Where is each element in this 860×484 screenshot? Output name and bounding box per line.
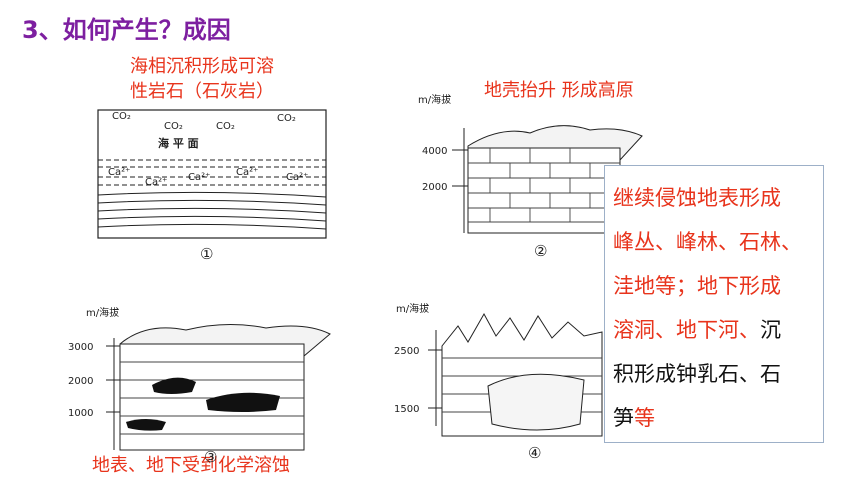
- textbox-line4-black: 沉: [760, 318, 781, 342]
- calcium-label: Ca²⁺: [236, 167, 258, 178]
- figure4-number: ④: [528, 444, 541, 462]
- figure2-diagram: m/海拔 4000 2000 ②: [418, 93, 643, 260]
- textbox-line5: 积形成钟乳石、石: [613, 362, 781, 386]
- figure1-caption: 海相沉积形成可溶 性岩石（石灰岩）: [130, 54, 310, 104]
- figure3-caption: 地表、地下受到化学溶蚀: [92, 455, 290, 476]
- textbox-line3: 洼地等；地下形成: [613, 274, 781, 298]
- sea-level-label: 海 平 面: [158, 136, 199, 150]
- calcium-label: Ca²⁺: [286, 172, 308, 183]
- figure2-tick: 4000: [422, 146, 447, 157]
- textbox-line6: 笋等: [613, 396, 823, 440]
- figure3-axis-label: m/海拔: [86, 306, 119, 319]
- figure1-number: ①: [200, 245, 213, 263]
- figure3-diagram: m/海拔 3000 2000 1000: [68, 306, 331, 451]
- figure1-diagram: CO₂ CO₂ CO₂ CO₂ 海 平 面 Ca²⁺ Ca²⁺ Ca²⁺ Ca²…: [97, 109, 327, 263]
- figure1-caption-line2: 性岩石（石灰岩）: [130, 81, 274, 102]
- figure2-caption: 地壳抬升 形成高原: [484, 80, 634, 101]
- figure1-caption-line1: 海相沉积形成可溶: [130, 56, 274, 77]
- figure4-diagram: m/海拔 2500 1500 ④: [394, 302, 603, 462]
- figure2-number: ②: [534, 242, 547, 260]
- calcium-label: Ca²⁺: [188, 172, 210, 183]
- figure4-tick: 2500: [394, 346, 419, 357]
- figure3-number: ③: [204, 448, 218, 466]
- page-title: 3、如何产生？成因: [22, 16, 231, 44]
- figure4-axis-label: m/海拔: [396, 302, 429, 315]
- textbox-line4-red: 溶洞、地下河、: [613, 318, 760, 342]
- figure3-tick: 1000: [68, 408, 93, 419]
- figure2-axis-label: m/海拔: [418, 93, 451, 106]
- co2-label: CO₂: [164, 121, 183, 132]
- calcium-label: Ca²⁺: [108, 167, 130, 178]
- figure4-tick: 1500: [394, 404, 419, 415]
- co2-label: CO₂: [277, 113, 296, 124]
- textbox-line1: 继续侵蚀地表形成: [613, 186, 781, 210]
- co2-label: CO₂: [112, 111, 131, 122]
- textbox-line4: 溶洞、地下河、沉: [613, 308, 823, 352]
- figure3-tick: 3000: [68, 342, 93, 353]
- textbox-line6-black: 笋: [613, 406, 634, 430]
- calcium-label: Ca²⁺: [145, 177, 167, 188]
- explanation-textbox: 继续侵蚀地表形成 峰丛、峰林、石林、 洼地等；地下形成 溶洞、地下河、沉 积形成…: [604, 165, 824, 443]
- textbox-line6-red: 等: [634, 406, 655, 430]
- figure3-tick: 2000: [68, 376, 93, 387]
- figure2-tick: 2000: [422, 182, 447, 193]
- textbox-line2: 峰丛、峰林、石林、: [613, 230, 802, 254]
- co2-label: CO₂: [216, 121, 235, 132]
